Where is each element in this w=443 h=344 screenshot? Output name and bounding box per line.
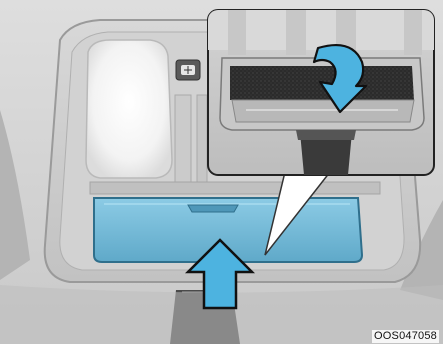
figure-code: OOS047058	[372, 330, 439, 343]
interior-lamp-icon	[176, 60, 200, 80]
map-lamp-lens	[86, 40, 172, 178]
detail-inset	[208, 10, 434, 175]
holder-latch	[188, 205, 238, 212]
